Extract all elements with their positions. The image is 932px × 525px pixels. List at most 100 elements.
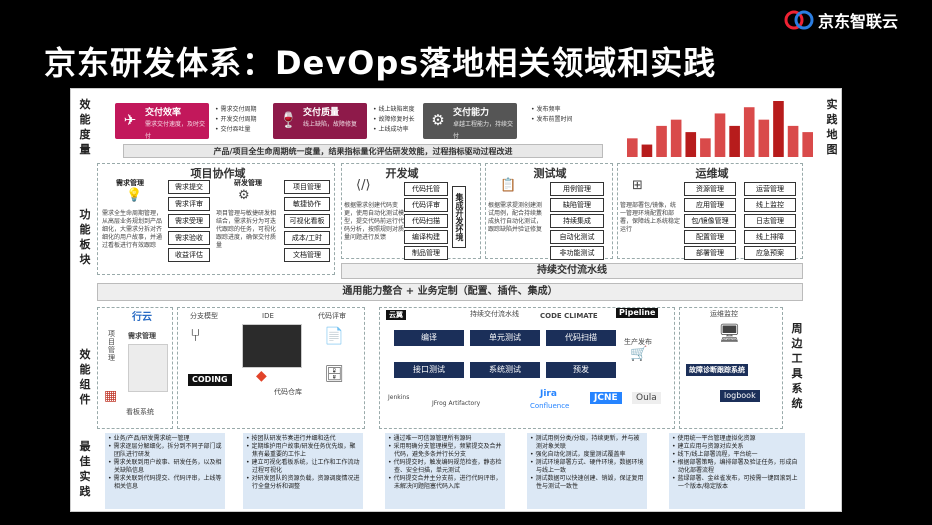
pipe-step: 代码扫描	[546, 330, 616, 346]
pipe-step: 系统测试	[470, 362, 540, 378]
best-item: 强化自动化测试，度量测试覆盖率	[530, 451, 644, 459]
row-label-practice-map: 实践地图	[826, 98, 838, 156]
row-label-metrics: 效能度量	[79, 98, 91, 156]
practice-map-bar	[685, 132, 697, 157]
req-item: 需求受理	[168, 214, 210, 228]
goblet-icon: 🍷	[279, 111, 298, 129]
shopping-cart-icon: 🛒	[630, 346, 648, 362]
jcne-logo: JCNE	[590, 392, 622, 404]
kpi-card-capability: ⚙ 交付能力 卓越工程能力，持续交付	[423, 103, 517, 140]
kpi-title: 交付效率	[145, 108, 182, 118]
best-item: 代码提交时，触发编码规范检查，静态检查、安全扫描，单元测试	[388, 459, 502, 475]
jd-cloud-logo-icon	[784, 10, 814, 30]
ops-domain-desc: 管理部署包/镜像，统一管理环境配置和部署，保障线上系统稳定运行	[620, 202, 681, 233]
best-item: 根据部署策略，编排部署及验证任务，形成自动化部署流程	[672, 459, 802, 475]
req-item: 需求验收	[168, 231, 210, 245]
test-func-item: 非功能测试	[550, 246, 604, 260]
ops-func-item: 配置管理	[684, 230, 736, 244]
kpi-sub: 卓越工程能力，持续交付	[453, 121, 514, 140]
pipe-step: 预发	[546, 362, 616, 378]
ops-component: 运维监控 🖥 故障诊断跟踪系统 logbook	[679, 307, 783, 429]
dev-item: 文档管理	[284, 248, 330, 262]
practice-map-bar	[714, 113, 726, 157]
ops-func-item: 线上排障	[744, 230, 796, 244]
cd-component: 云翼 持续交付流水线 CODE CLIMATE Pipeline 编译 单元测试…	[379, 307, 675, 429]
jenkins-logo: Jenkins	[388, 394, 410, 401]
best-item: 建立可视化看板系统，让工作和工作流动过程可视化	[246, 459, 360, 475]
best-item: 测试用例分类/分级，持续更新，并与被测对象关联	[530, 435, 644, 451]
kpi-item: 交付吞吐量	[215, 125, 256, 135]
best-item: 对研发团队的资源负载，资源调度情况进行全盘分析和调整	[246, 475, 360, 491]
practice-map-bar	[802, 132, 813, 157]
practice-map-bar	[670, 119, 682, 157]
ops-func-item: 部署管理	[684, 246, 736, 260]
branch-icon: ⑂	[190, 325, 201, 346]
kpi-item: 故障修复时长	[373, 115, 414, 125]
best-item: 蓝绿部署、金丝雀发布，可按需一键回滚到上一个版本/稳定版本	[672, 475, 802, 491]
page-title: 京东研发体系：DevOps落地相关领域和实践	[44, 44, 717, 82]
test-func-item: 用例管理	[550, 182, 604, 196]
best-item: 按团队研发节奏进行并细和迭代	[246, 435, 360, 443]
kpi-item: 开发交付周期	[215, 115, 256, 125]
best-item: 使用统一平台管理虚拟化资源	[672, 435, 802, 443]
practice-map-bar	[641, 144, 653, 157]
pipe-step: 单元测试	[470, 330, 540, 346]
kpi-sub: 线上缺陷，故障修复	[303, 121, 358, 128]
dev-item: 可视化看板	[284, 214, 330, 228]
test-func-item: 缺陷管理	[550, 198, 604, 212]
req-mgmt-title: 需求管理	[116, 179, 144, 187]
ops-func-item: 运营管理	[744, 182, 796, 196]
lightbulb-icon: 💡	[126, 188, 143, 203]
jfrog-logo: JFrog Artifactory	[432, 400, 481, 407]
kpi-item: 线上缺陷密度	[373, 105, 414, 115]
ops-domain-title: 运维域	[695, 167, 729, 180]
code-repo-label: 代码仓库	[274, 388, 302, 396]
row-label-component: 效能组件	[79, 348, 91, 406]
test-domain-desc: 根据需求提测创建测试用例，配合持续集成执行自动化测试，跟踪缺陷并验证修复	[488, 202, 543, 233]
row-label-best: 最佳实践	[79, 440, 91, 498]
best-practice-col: 使用统一平台管理虚拟化资源 建立应用与资源对应关系 线下/线上部署流程，平台统一…	[669, 433, 805, 509]
best-item: 建立应用与资源对应关系	[672, 443, 802, 451]
best-item: 业务/产品/研发需求统一管理	[108, 435, 222, 443]
kpi-list-capability: 发布频率 发布前置时间	[531, 105, 572, 125]
dev-func-item: 编译构建	[404, 230, 448, 244]
req-component-title: 需求管理	[128, 332, 156, 340]
dev-mgmt-desc: 项目管理与敏捷研发相结合，需求拆分为可迭代跟踪的任务，可视化跟踪进度，确保交付质…	[216, 210, 277, 249]
ops-domain: 运维域 ⊞ 管理部署包/镜像，统一管理环境配置和部署，保障线上系统稳定运行 资源…	[617, 163, 803, 260]
best-item: 测试数据可以快速创建、销毁，保证复用性与测试一致性	[530, 475, 644, 491]
kpi-sub: 需求交付速度，及时交付	[145, 121, 206, 140]
cd-pipeline-bar: 持续交付流水线	[341, 263, 803, 279]
dev-item: 敏捷协作	[284, 197, 330, 211]
best-item: 测试环境部署方式、硬件环境，数据环境与线上一致	[530, 459, 644, 475]
kpi-title: 交付能力	[453, 108, 490, 118]
gear-person-icon: ⚙	[238, 188, 250, 203]
kpi-item: 发布前置时间	[531, 115, 572, 125]
xingyun-logo: 行云	[132, 312, 152, 323]
yunyi-logo: 云翼	[386, 310, 406, 320]
best-item: 采用明确分支管理模型，频繁提交及合并代码，避免多条并行长分支	[388, 443, 502, 459]
kpi-item: 发布频率	[531, 105, 572, 115]
dev-domain-desc: 根据需求创建代码变更，使用自动化测试模型，提交代码前运行代码分析，按照规则对质量…	[344, 202, 405, 241]
metrics-summary-bar: 产品/项目全生命周期统一度量，结果指标量化评估研发效能，过程指标驱动过程改进	[123, 144, 603, 158]
test-func-item: 持续集成	[550, 214, 604, 228]
best-item: 线下/线上部署流程，平台统一	[672, 451, 802, 459]
ide-env-box: 集成开发环境	[452, 186, 466, 248]
req-item: 需求评审	[168, 197, 210, 211]
code-review-label: 代码评审	[318, 312, 346, 320]
dev-item: 项目管理	[284, 180, 330, 194]
project-domain: 项目协作域 需求管理 💡 需求全生命周期管理，从高层业务规划到产品细化，大需求分…	[97, 163, 335, 275]
practice-map-bar	[743, 107, 755, 157]
dev-mgmt-title: 研发管理	[234, 179, 262, 187]
ide-label: IDE	[262, 312, 274, 320]
best-item: 需求关联到代码提交、代码评审，上线等相关信息	[108, 475, 222, 491]
diagram-slide: 效能度量 实践地图 功能板块 效能组件 周边工具系统 最佳实践 ✈ 交付效率 需…	[70, 88, 842, 512]
test-func-item: 自动化测试	[550, 230, 604, 244]
gitlab-icon: ◆	[256, 368, 267, 384]
pipeline-logo: Pipeline	[616, 308, 659, 318]
coding-logo: CODING	[188, 374, 232, 386]
jira-logo: Jira	[540, 389, 557, 399]
practice-map-bar	[758, 119, 770, 157]
board-logo-icon: ▦	[104, 388, 118, 404]
confluence-logo: Confluence	[530, 402, 570, 410]
practice-map-bar	[773, 101, 784, 157]
